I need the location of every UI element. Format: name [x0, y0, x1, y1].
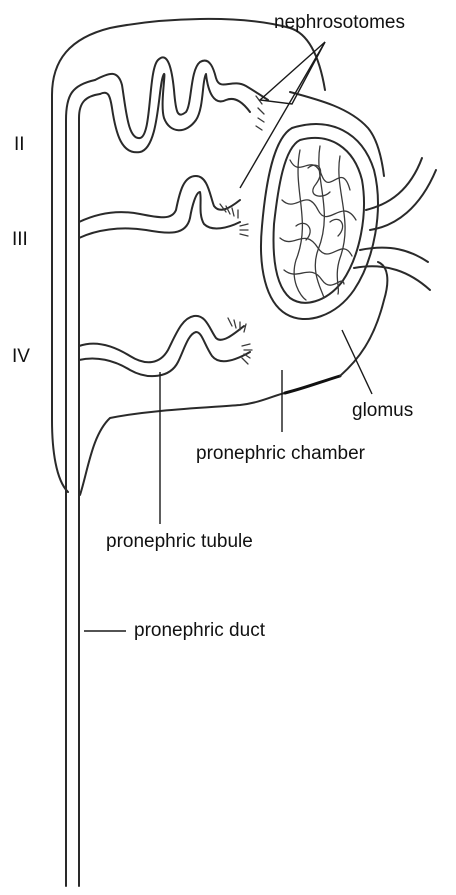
tubule-iv-outer [79, 316, 244, 362]
label-segment-iii: III [12, 229, 28, 250]
label-segment-ii: II [14, 134, 25, 155]
label-segment-iv: IV [12, 346, 30, 367]
tubule-iii-inner [79, 192, 240, 238]
label-glomus: glomus [352, 400, 413, 421]
dorsal-wall [290, 92, 384, 176]
tubule-iii-outer [79, 176, 240, 222]
label-nephrosotomes: nephrosotomes [274, 12, 405, 33]
tubule-ii-outer [95, 57, 268, 138]
vessel-upper-a [366, 158, 422, 210]
label-pronephric-duct: pronephric duct [134, 620, 266, 641]
nephrosotomes-leader-1 [260, 42, 325, 104]
chamber-floor-bold [285, 376, 340, 393]
body-outline [52, 19, 325, 492]
tubule-ii-cilia [256, 96, 264, 130]
glomus-leader [342, 330, 372, 394]
vessel-upper-b [370, 170, 436, 230]
label-pronephric-tubule: pronephric tubule [106, 531, 253, 552]
label-pronephric-chamber: pronephric chamber [196, 443, 366, 464]
tubule-iii-cilia [220, 204, 248, 236]
chamber-right-wall [340, 262, 387, 376]
pronephric-duct-outer [66, 80, 95, 886]
